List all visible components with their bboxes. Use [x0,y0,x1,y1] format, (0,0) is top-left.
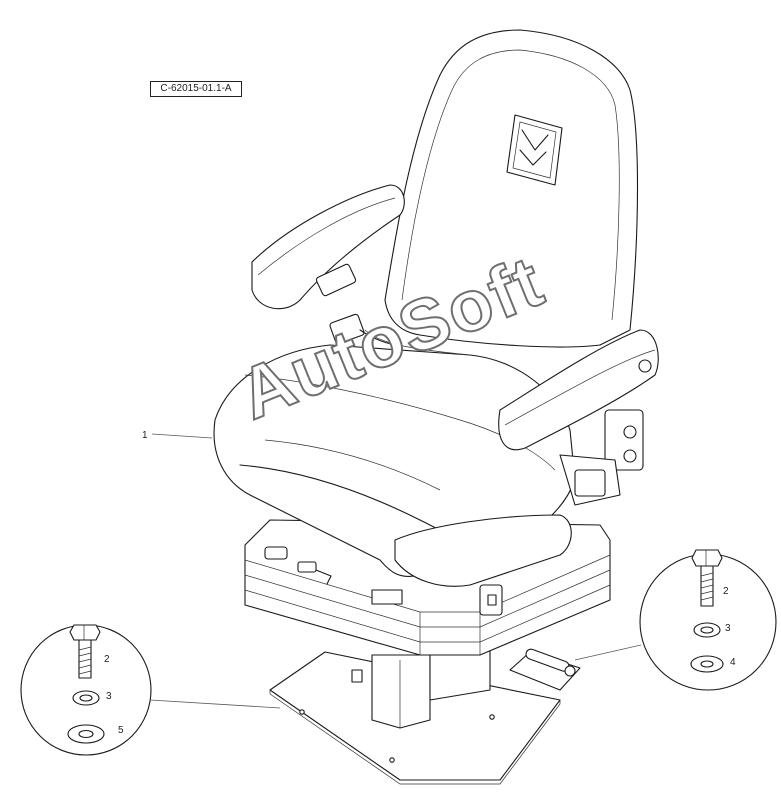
callout-seat: 1 [142,430,148,441]
callout-left-flat-washer: 5 [118,725,124,736]
detail-circle-right [574,549,777,691]
callout-left-bolt: 2 [104,654,110,665]
hinge-bracket [509,648,581,691]
callout-right-flat-washer: 4 [730,657,736,668]
callout-left-lock-washer: 3 [106,691,112,702]
detail-circle-left [20,624,281,756]
brand-emblem-icon [506,114,563,186]
right-armrest [498,329,659,506]
drawing-reference-code: C-62015-01.1-A [150,81,242,97]
seat-backrest [329,29,639,356]
callout-right-lock-washer: 3 [725,623,731,634]
callout-right-bolt: 2 [723,586,729,597]
left-armrest [251,184,405,310]
seat-leader-line [151,433,213,439]
seat-cushion [213,344,576,587]
